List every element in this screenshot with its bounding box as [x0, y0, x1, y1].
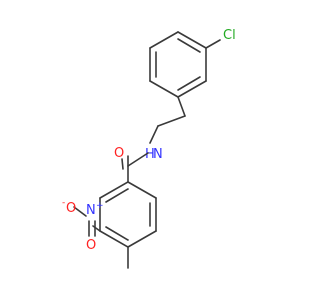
atom-nitro-nitrogen: N	[86, 203, 96, 218]
atom-chlorine: Cl	[223, 28, 236, 43]
chlorophenyl-ring	[149, 31, 207, 98]
atom-amide-hydrogen: H	[145, 147, 155, 162]
molecule-structure: Cl H N O N + O - O	[62, 28, 236, 269]
atom-nitro-oxygen-top: O	[66, 201, 76, 216]
nitrotoluene-ring	[99, 181, 157, 248]
atom-nitro-oxygen-bottom: O	[86, 238, 96, 253]
bond-n-carbonyl	[127, 152, 149, 167]
bond-nitro-o-top	[73, 206, 87, 217]
atom-amide-nitrogen: N	[153, 147, 163, 162]
bond-ch2-ch2	[157, 115, 186, 127]
bond-c-cl	[205, 39, 221, 49]
atom-carbonyl-oxygen: O	[114, 146, 124, 161]
bond-ring-nitro	[92, 225, 101, 232]
bond-ring-ch2	[177, 96, 186, 117]
nitro-negative-charge: -	[62, 198, 65, 208]
nitro-positive-charge: +	[96, 201, 104, 211]
bond-ch2-n	[149, 125, 159, 144]
bond-carbonyl-double-b	[121, 158, 124, 170]
